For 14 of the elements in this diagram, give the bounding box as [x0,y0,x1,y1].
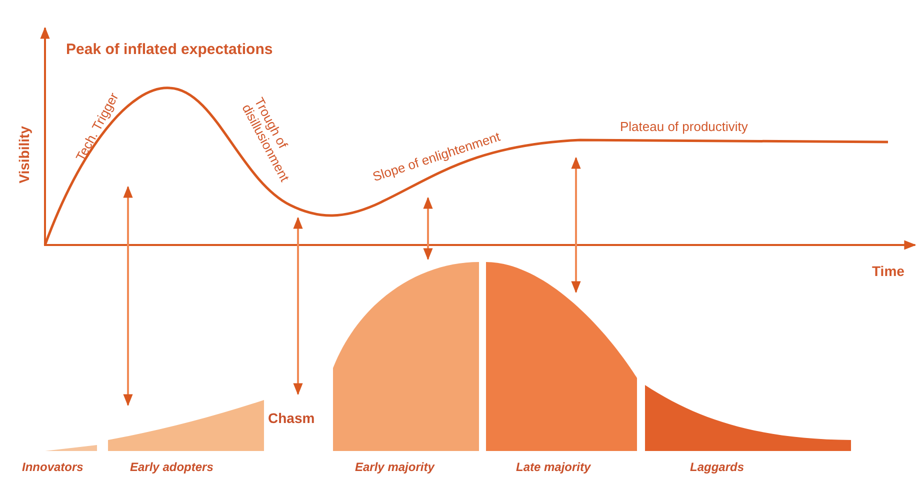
double-arrow [571,156,581,294]
segment-label: Innovators [22,460,84,474]
segment-label: Late majority [516,460,591,474]
segment-label: Early majority [355,460,434,474]
double-arrow [423,196,433,260]
double-arrow [293,216,303,396]
chasm-label: Chasm [268,410,315,426]
segment-label: Early adopters [130,460,214,474]
axis-title: Visibility [16,126,32,184]
double-arrow [123,186,133,406]
phase-label: Peak of inflated expectations [66,42,273,58]
axis-title: Time [872,264,904,280]
phase-label: Plateau of productivity [620,120,748,134]
segment-label: Laggards [690,460,744,474]
